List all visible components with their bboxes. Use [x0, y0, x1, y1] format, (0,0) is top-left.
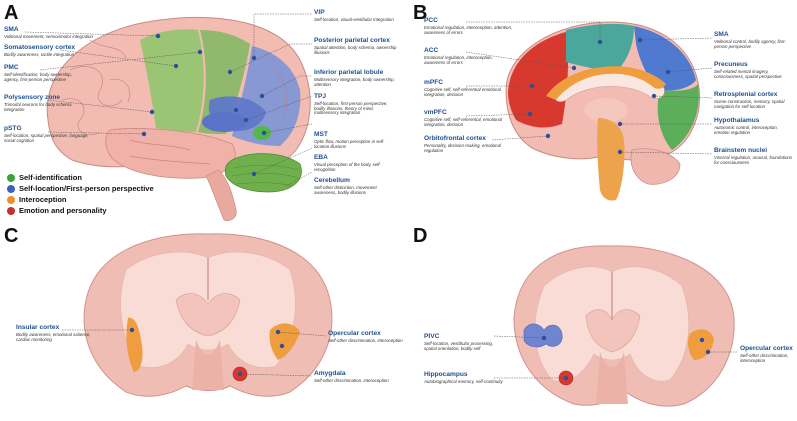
- panel-letter-c: C: [4, 225, 19, 247]
- panel-letter-d: D: [413, 225, 428, 247]
- legend-dot-orange: [7, 195, 15, 204]
- panel-d-slice: [493, 245, 738, 407]
- legend-item-self-identification: Self-identification: [7, 172, 154, 183]
- legend-label: Self-identification: [19, 173, 82, 182]
- legend-item-interoception: Interoception: [7, 194, 154, 205]
- legend-item-emotion: Emotion and personality: [7, 205, 154, 216]
- legend-item-self-location: Self-location/First-person perspective: [7, 183, 154, 194]
- legend: Self-identification Self-location/First-…: [7, 172, 154, 216]
- panel-a-brain: [24, 13, 313, 221]
- legend-label: Self-location/First-person perspective: [19, 184, 154, 193]
- panel-c-slice: [62, 233, 333, 397]
- legend-dot-blue: [7, 184, 15, 193]
- panel-b-brain: [465, 21, 713, 201]
- legend-label: Emotion and personality: [19, 206, 107, 215]
- panel-letter-b: B: [413, 2, 428, 24]
- legend-label: Interoception: [19, 195, 67, 204]
- panel-letter-a: A: [4, 2, 19, 24]
- legend-dot-green: [7, 173, 15, 182]
- legend-dot-red: [7, 206, 15, 215]
